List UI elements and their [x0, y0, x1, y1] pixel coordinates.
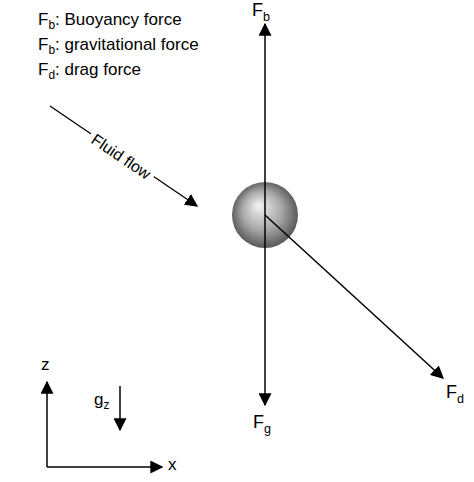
legend-text: Fb: Buoyancy force	[38, 10, 182, 30]
legend-text: Fd: drag force	[38, 60, 141, 80]
text-run: : Buoyancy force	[55, 10, 182, 29]
legend-text: Fb: gravitational force	[38, 35, 199, 55]
z-axis	[46, 382, 48, 467]
flow-arrow	[50, 106, 197, 206]
subscript: b	[263, 10, 270, 24]
symbol-letter: g	[94, 390, 103, 409]
axis-label: gz	[94, 390, 109, 410]
symbol-letter: F	[253, 412, 264, 432]
text-run: : gravitational force	[55, 35, 199, 54]
symbol-letter: F	[252, 0, 263, 20]
symbol-letter: F	[38, 10, 48, 29]
subscript: d	[457, 392, 464, 406]
gravity-arrow	[264, 215, 266, 405]
axis-label: x	[168, 455, 177, 475]
subscript: d	[48, 68, 55, 82]
buoyancy-arrow	[264, 24, 266, 215]
force-label: Fb	[252, 0, 270, 21]
symbol-letter: F	[38, 60, 48, 79]
x-axis	[47, 466, 162, 468]
symbol-letter: F	[446, 382, 457, 402]
symbol-letter: F	[38, 35, 48, 54]
force-label: Fg	[253, 412, 271, 433]
force-label: Fd	[446, 382, 464, 403]
flow-label: Fluid flow	[84, 127, 158, 186]
subscript: z	[103, 398, 109, 412]
subscript: g	[264, 422, 271, 436]
axis-label: z	[41, 355, 50, 375]
drag-arrow	[265, 215, 443, 378]
subscript: b	[48, 18, 55, 32]
text-run: : drag force	[55, 60, 141, 79]
gravity-direction-arrow	[119, 386, 121, 430]
subscript: b	[48, 43, 55, 57]
